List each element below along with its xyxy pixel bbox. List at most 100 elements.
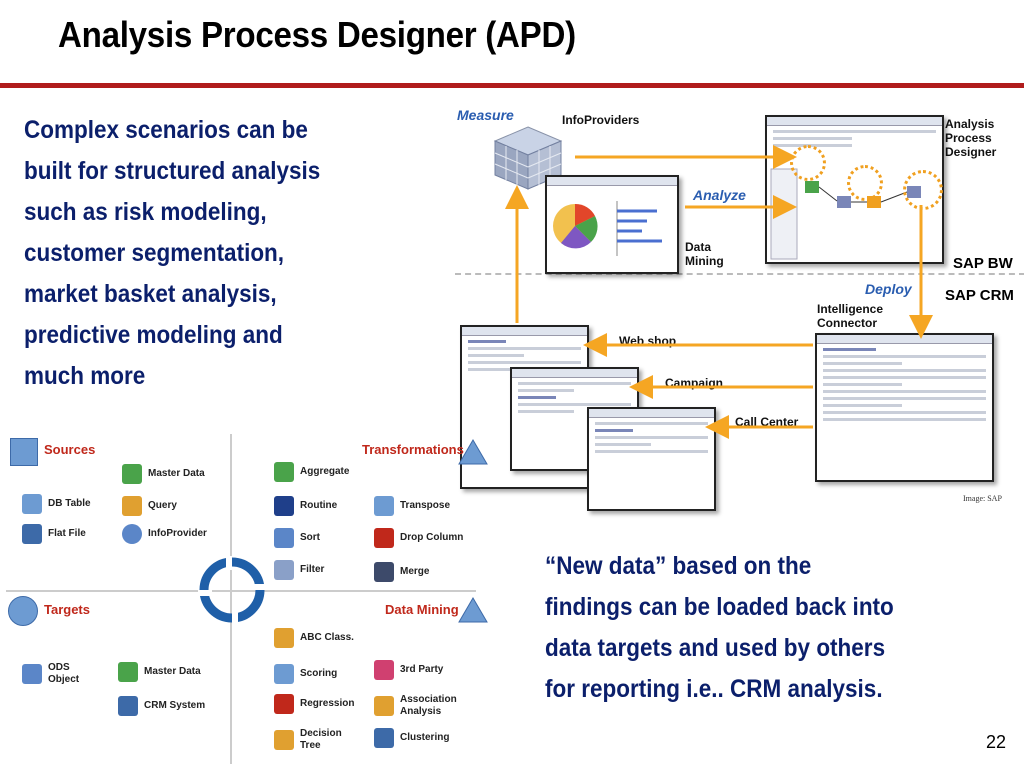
highlight-circle: [847, 165, 883, 201]
regression-icon: [274, 694, 294, 714]
vertical-divider: [230, 434, 232, 764]
routine-icon: [274, 496, 294, 516]
left-line: such as risk modeling,: [24, 198, 267, 226]
op-label: Regression: [300, 698, 355, 709]
merge-icon: [374, 562, 394, 582]
call-center-screenshot: [587, 407, 716, 511]
cycle-arrows-icon: [198, 556, 266, 624]
op-label: Aggregate: [300, 466, 350, 477]
data-mining-heading: Data Mining: [385, 602, 459, 617]
abc-class-icon: [274, 628, 294, 648]
slide-title: Analysis Process Designer (APD): [58, 14, 576, 55]
op-label: Master Data: [148, 468, 205, 479]
op-label: DB Table: [48, 498, 91, 509]
sort-icon: [274, 528, 294, 548]
op-label: CRM System: [144, 700, 206, 711]
op-label: ODS Object: [48, 662, 80, 685]
page-number: 22: [985, 732, 1006, 752]
image-credit: Image: SAP: [963, 494, 1002, 503]
ods-object-icon: [22, 664, 42, 684]
intelligence-connector-label: Intelligence Connector: [817, 302, 883, 330]
data-mining-triangle-icon: [458, 597, 488, 623]
filter-icon: [274, 560, 294, 580]
op-clustering: Clustering: [374, 728, 449, 748]
ic-line: Intelligence: [817, 302, 884, 316]
op-sort: Sort: [274, 528, 320, 548]
transformations-heading: Transformations: [362, 442, 464, 457]
apd-line: Designer: [945, 145, 997, 159]
flow-arrows: [505, 145, 933, 439]
op-abc-class: ABC Class.: [274, 628, 354, 648]
left-line: Complex scenarios can be: [24, 116, 308, 144]
crm-system-icon: [118, 696, 138, 716]
infoproviders-label: InfoProviders: [562, 113, 640, 127]
apd-line: Analysis: [945, 117, 995, 131]
sources-heading: Sources: [44, 442, 96, 457]
op-routine: Routine: [274, 496, 337, 516]
op-label: Association Analysis: [400, 694, 457, 717]
op-label: Scoring: [300, 668, 338, 679]
op-label: Decision Tree: [300, 728, 342, 751]
op-decision-tree: Decision Tree: [274, 728, 350, 752]
op-merge: Merge: [374, 562, 429, 582]
deploy-label: Deploy: [865, 281, 912, 297]
aggregate-icon: [274, 462, 294, 482]
sources-square-icon: [10, 438, 38, 466]
op-transpose: Transpose: [374, 496, 450, 516]
op-infoprovider: InfoProvider: [122, 524, 207, 544]
op-label: Clustering: [400, 732, 450, 743]
op-filter: Filter: [274, 560, 324, 580]
op-label: 3rd Party: [400, 664, 444, 675]
op-label: Master Data: [144, 666, 201, 677]
db-table-icon: [22, 494, 42, 514]
op-regression: Regression: [274, 694, 354, 714]
sap-apd-diagram: Measure InfoProviders Analyze Data Minin…: [455, 95, 1024, 515]
sap-crm-label: SAP CRM: [945, 287, 1014, 304]
op-target-master-data: Master Data: [118, 662, 201, 682]
drop-column-icon: [374, 528, 394, 548]
left-line: much more: [24, 362, 146, 390]
bw-crm-divider: [455, 273, 1024, 275]
right-line: “New data” based on the: [545, 552, 812, 580]
op-crm-system: CRM System: [118, 696, 205, 716]
op-db-table: DB Table: [22, 494, 91, 514]
analysis-screenshot: [545, 175, 679, 274]
decision-tree-icon: [274, 730, 294, 750]
sap-bw-label: SAP BW: [953, 255, 1013, 272]
op-drop-column: Drop Column: [374, 528, 463, 548]
op-label: Query: [148, 500, 177, 511]
op-label: Sort: [300, 532, 320, 543]
left-body-text: Complex scenarios can be built for struc…: [24, 110, 414, 397]
apd-operators-panel: Sources Transformations Targets Data Min…: [0, 430, 500, 768]
op-label: ABC Class.: [300, 632, 354, 643]
data-mining-line: Mining: [685, 254, 724, 268]
crm-screenshot: [815, 333, 994, 482]
scoring-icon: [274, 664, 294, 684]
data-mining-label: Data Mining: [685, 240, 724, 268]
left-line: predictive modeling and: [24, 321, 283, 349]
op-association-analysis: Association Analysis: [374, 694, 460, 718]
title-rule: [0, 83, 1024, 88]
op-label: Transpose: [400, 500, 451, 511]
query-icon: [122, 496, 142, 516]
targets-circle-icon: [8, 596, 38, 626]
right-line: data targets and used by others: [545, 634, 886, 662]
data-mining-line: Data: [685, 240, 712, 254]
infoprovider-icon: [122, 524, 142, 544]
transpose-icon: [374, 496, 394, 516]
op-scoring: Scoring: [274, 664, 337, 684]
op-label: InfoProvider: [148, 528, 207, 539]
op-label: Drop Column: [400, 532, 464, 543]
master-data-icon: [122, 464, 142, 484]
op-label: Merge: [400, 566, 430, 577]
op-aggregate: Aggregate: [274, 462, 349, 482]
op-label: Routine: [300, 500, 338, 511]
right-line: for reporting i.e.. CRM analysis.: [545, 675, 883, 703]
op-flat-file: Flat File: [22, 524, 86, 544]
third-party-icon: [374, 660, 394, 680]
apd-line: Process: [945, 131, 992, 145]
left-line: customer segmentation,: [24, 239, 285, 267]
right-line: findings can be loaded back into: [545, 593, 894, 621]
flat-file-icon: [22, 524, 42, 544]
op-label: Filter: [300, 564, 325, 575]
